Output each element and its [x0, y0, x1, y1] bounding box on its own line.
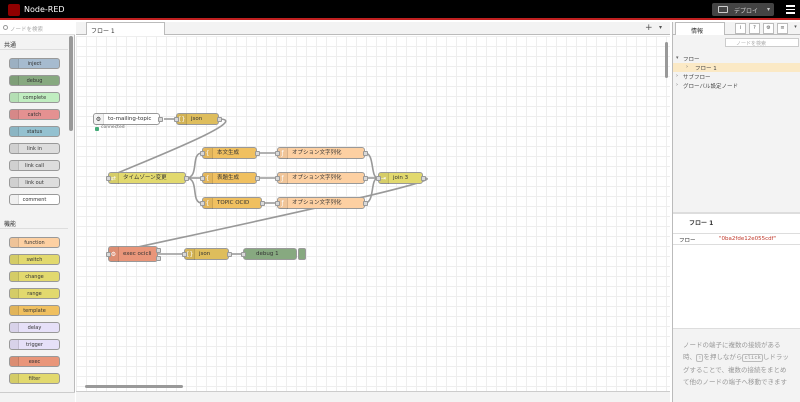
status-indicator	[95, 127, 99, 131]
node-join[interactable]: ⇥join 3	[376, 172, 426, 184]
palette-node-inject[interactable]: inject	[9, 58, 60, 69]
palette-node-change[interactable]: change	[9, 271, 60, 282]
click-key: click	[742, 354, 763, 362]
sidebar-tabs: 情報 i ? ⚙ ≡ ▾	[673, 22, 800, 35]
node-topic-ocid-template[interactable]: {TOPIC OCID	[200, 197, 265, 209]
menu-icon[interactable]	[786, 5, 795, 14]
palette-category-function[interactable]: 機能	[0, 215, 68, 229]
header-bar: Node-RED デプロイ ▾	[0, 0, 800, 20]
property-value: "0ba2fde12e055cdf"	[719, 236, 777, 242]
tab-info[interactable]: 情報	[675, 22, 725, 35]
palette-node-filter[interactable]: filter	[9, 373, 60, 384]
palette-node-exec[interactable]: exec	[9, 356, 60, 367]
palette-scrollbar[interactable]	[69, 36, 73, 131]
workspace-tabs: フロー 1 + ▾	[76, 22, 670, 35]
wire	[364, 177, 379, 204]
palette-node-range[interactable]: range	[9, 288, 60, 299]
help-icon[interactable]: ?	[749, 23, 760, 34]
add-tab-icon[interactable]: +	[645, 23, 653, 33]
sidebar-splitter[interactable]	[673, 212, 800, 214]
deploy-button[interactable]: デプロイ ▾	[712, 3, 774, 16]
tree-item-subflows[interactable]: ›サブフロー	[676, 73, 711, 81]
node-subject-template[interactable]: {表題生成	[200, 172, 260, 184]
info-icon[interactable]: i	[735, 23, 746, 34]
wire	[364, 152, 379, 179]
palette-category-common[interactable]: 共通	[0, 36, 68, 50]
palette-node-link-call[interactable]: link call	[9, 160, 60, 171]
app-title: Node-RED	[24, 5, 65, 14]
divider	[673, 244, 800, 245]
properties-title: フロー 1	[689, 220, 714, 227]
context-icon[interactable]: ≡	[777, 23, 788, 34]
palette-node-status[interactable]: status	[9, 126, 60, 137]
palette-node-template[interactable]: template	[9, 305, 60, 316]
tree-item-global-config[interactable]: ›グローバル設定ノード	[676, 82, 738, 90]
palette-node-trigger[interactable]: trigger	[9, 339, 60, 350]
flow-workspace[interactable]	[76, 36, 670, 391]
sidebar-search-input[interactable]: ノードを検索	[725, 38, 799, 47]
divider	[673, 233, 800, 234]
node-timezone-change[interactable]: ⇄タイムゾーン変更	[106, 172, 189, 184]
node-debug[interactable]: debug 1	[241, 248, 297, 260]
chevron-down-icon[interactable]: ▾	[794, 24, 797, 30]
tab-flow-1[interactable]: フロー 1	[86, 22, 165, 35]
tree-item-flow-1[interactable]: ›フロー 1	[673, 63, 800, 72]
node-status-text: connected	[101, 125, 125, 130]
deploy-icon	[718, 6, 728, 13]
palette-node-delay[interactable]: delay	[9, 322, 60, 333]
palette-node-function[interactable]: function	[9, 237, 60, 248]
config-icon[interactable]: ⚙	[763, 23, 774, 34]
tip-text-1: ノードの端子に複数の接続がある時、	[683, 341, 781, 361]
palette-node-comment[interactable]: comment	[9, 194, 60, 205]
tab-list-icon[interactable]: ▾	[659, 24, 663, 31]
deploy-label: デプロイ	[734, 8, 759, 15]
palette-node-link-out[interactable]: link out	[9, 177, 60, 188]
debug-toggle-button[interactable]	[298, 248, 306, 260]
node-mqtt-in[interactable]: ⚙to-mailing-topic	[93, 113, 163, 125]
shift-key: ⇧	[696, 354, 704, 362]
palette-node-debug[interactable]: debug	[9, 75, 60, 86]
tip-text-3: しドラッグすることで、複数の接続をまとめて他のノードの端子へ移動できます	[683, 353, 789, 386]
palette-node-link-in[interactable]: link in	[9, 143, 60, 154]
tree-item-flows[interactable]: ▾フロー	[676, 55, 700, 63]
node-body-template[interactable]: {本文生成	[200, 147, 260, 159]
node-red-logo	[8, 4, 20, 16]
workspace-footer	[76, 391, 670, 402]
palette-search-input[interactable]: ノードを検索	[0, 22, 75, 35]
palette-node-switch[interactable]: switch	[9, 254, 60, 265]
palette-node-complete[interactable]: complete	[9, 92, 60, 103]
chevron-down-icon[interactable]: ▾	[766, 6, 770, 13]
tip-text-2: を押しながら	[703, 353, 743, 361]
workspace-vertical-scrollbar[interactable]	[665, 42, 668, 78]
node-json-1[interactable]: {}json	[174, 113, 222, 125]
property-key: フロー	[679, 238, 696, 244]
wire	[107, 177, 428, 255]
palette-node-catch[interactable]: catch	[9, 109, 60, 120]
palette: ノードを検索 共通 inject debug complete catch st…	[0, 22, 75, 402]
search-icon	[3, 25, 8, 30]
node-exec-ocicli[interactable]: ⚙exec ocicli	[106, 246, 161, 262]
node-json-2[interactable]: {}json	[182, 248, 232, 260]
palette-footer	[0, 392, 75, 402]
workspace-horizontal-scrollbar[interactable]	[85, 385, 183, 388]
info-tab-label: 情報	[691, 28, 704, 35]
sidebar: 情報 i ? ⚙ ≡ ▾ ノードを検索 ▾フロー ›フロー 1 ›サブフロー ›…	[672, 22, 800, 402]
wire	[185, 177, 203, 204]
wire	[185, 152, 203, 179]
